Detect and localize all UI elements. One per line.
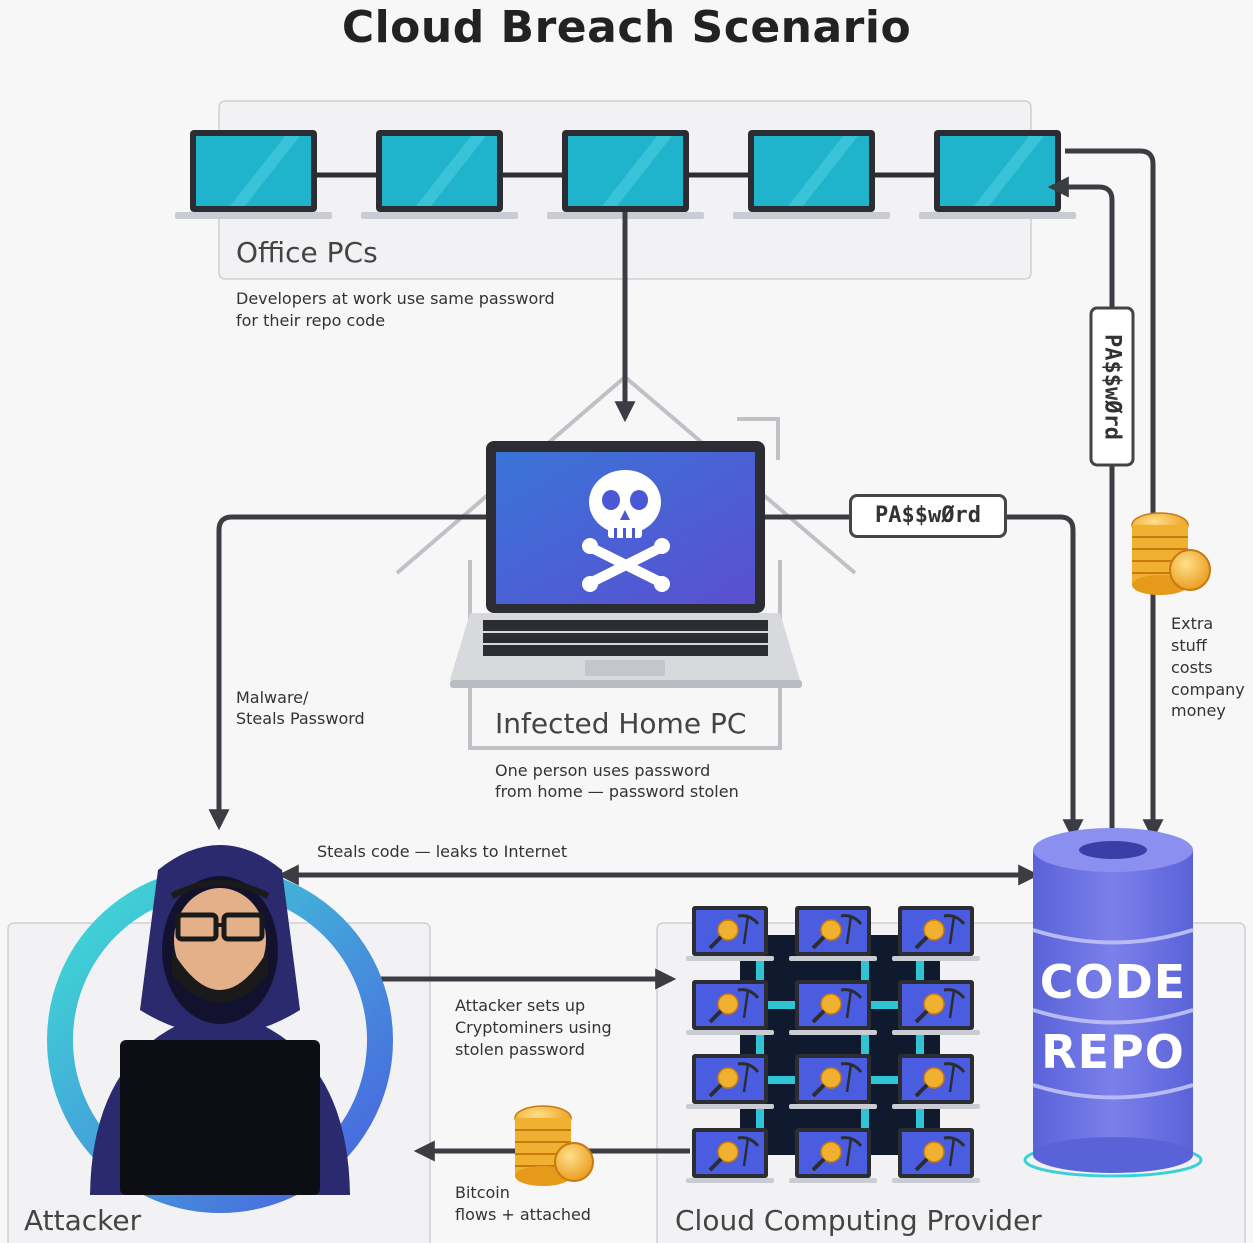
miner-laptop xyxy=(686,1128,774,1183)
bitcoin-line2: flows + attached xyxy=(455,1205,591,1224)
home-label: Infected Home PC xyxy=(495,707,747,740)
extra-line5: money xyxy=(1171,701,1226,720)
miner-laptop xyxy=(686,980,774,1035)
office-laptops xyxy=(175,130,1076,219)
malware-line2: Steals Password xyxy=(236,709,365,728)
miner-laptop xyxy=(789,1128,877,1183)
home-note-line2: from home — password stolen xyxy=(495,782,739,801)
miner-laptop xyxy=(686,906,774,961)
miner-laptop xyxy=(892,906,980,961)
code-repo xyxy=(1023,828,1203,1178)
repo-line1: CODE xyxy=(1039,955,1187,1009)
miner-laptop xyxy=(789,980,877,1035)
office-label: Office PCs xyxy=(236,236,378,269)
cryptominers-line3: stolen password xyxy=(455,1040,585,1059)
extra-line1: Extra xyxy=(1171,614,1214,633)
infected-laptop xyxy=(450,441,802,688)
cryptominers-line2: Cryptominers using xyxy=(455,1018,612,1037)
extra-line3: costs xyxy=(1171,658,1213,677)
page-title: Cloud Breach Scenario xyxy=(341,2,912,53)
miner-laptop xyxy=(892,980,980,1035)
office-note-line1: Developers at work use same password xyxy=(236,289,555,308)
extra-line4: company xyxy=(1171,680,1245,699)
cryptominers-line1: Attacker sets up xyxy=(455,996,586,1015)
malware-line1: Malware/ xyxy=(236,688,309,707)
password-box-horizontal: PA$$wØrd xyxy=(849,494,1007,538)
miner-laptop xyxy=(892,1128,980,1183)
home-note-line1: One person uses password xyxy=(495,761,711,780)
miner-grid xyxy=(730,935,950,1155)
miner-laptop xyxy=(789,1054,877,1109)
cloud-label: Cloud Computing Provider xyxy=(675,1204,1042,1237)
bitcoin-line1: Bitcoin xyxy=(455,1183,510,1202)
miner-laptop xyxy=(892,1054,980,1109)
miner-laptops xyxy=(686,906,980,1183)
attacker-figure xyxy=(47,845,393,1213)
miner-laptop xyxy=(789,906,877,961)
password-vertical-box xyxy=(1089,306,1135,467)
coin-stack-bottom xyxy=(514,1105,594,1186)
attacker-label: Attacker xyxy=(24,1204,142,1237)
arrows xyxy=(208,148,1164,1162)
steals-code-label: Steals code — leaks to Internet xyxy=(317,842,568,861)
coin-stack-right xyxy=(1131,512,1211,595)
password-vertical-label: PA$$wØrd xyxy=(1099,334,1125,440)
extra-line2: stuff xyxy=(1171,636,1207,655)
repo-line2: REPO xyxy=(1041,1025,1185,1079)
office-note-line2: for their repo code xyxy=(236,311,386,330)
miner-laptop xyxy=(686,1054,774,1109)
